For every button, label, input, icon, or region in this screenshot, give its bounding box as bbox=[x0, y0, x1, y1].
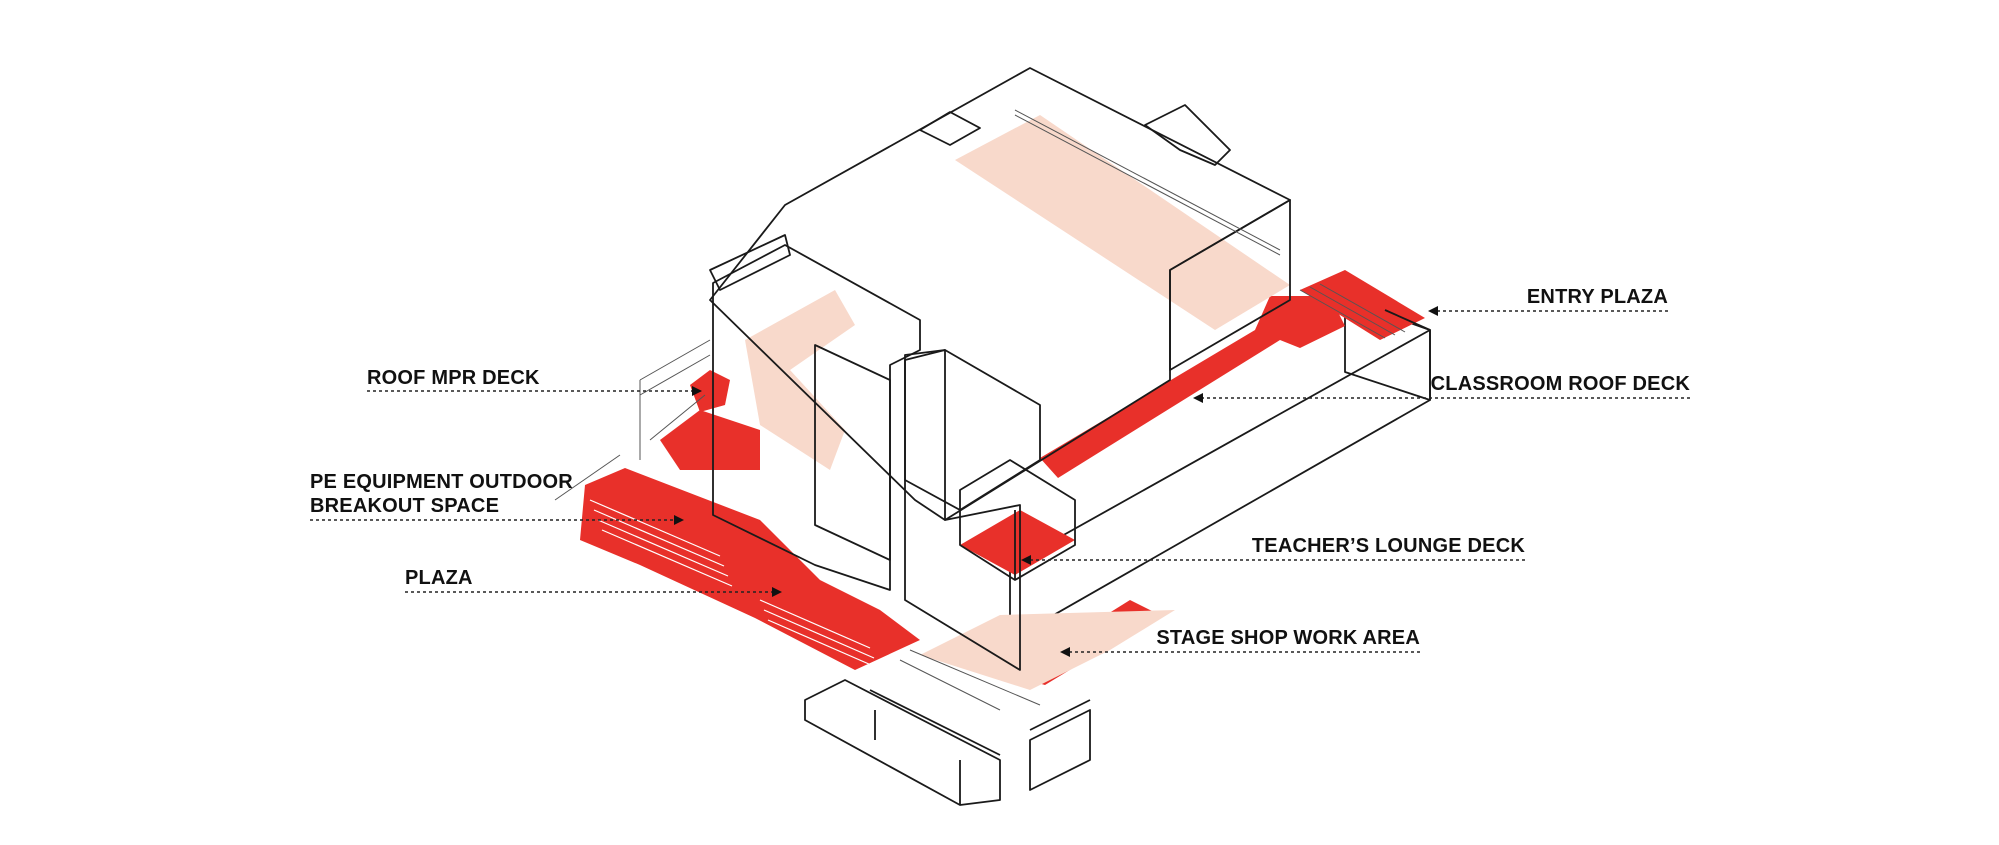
callout-teachers-lounge-deck: TEACHER’S LOUNGE DECK bbox=[1021, 535, 1525, 565]
callout-stage-shop-work-area: STAGE SHOP WORK AREA bbox=[1060, 627, 1420, 657]
roof-mpr-deck-area bbox=[690, 370, 730, 412]
callout-pe-equipment-outdoor-breakout: PE EQUIPMENT OUTDOOR BREAKOUT SPACE bbox=[310, 471, 684, 525]
lower-ramp-structure bbox=[804, 649, 1091, 806]
plaza-area bbox=[580, 468, 920, 670]
label-roof-mpr-deck: ROOF MPR DECK bbox=[367, 367, 540, 389]
label-stage-shop-work-area: STAGE SHOP WORK AREA bbox=[1156, 627, 1420, 649]
entry-stair bbox=[1299, 283, 1431, 339]
callout-entry-plaza: ENTRY PLAZA bbox=[1428, 286, 1668, 316]
label-teachers-lounge-deck: TEACHER’S LOUNGE DECK bbox=[1252, 535, 1525, 557]
label-pe-equipment-line2: BREAKOUT SPACE bbox=[310, 495, 499, 517]
label-entry-plaza: ENTRY PLAZA bbox=[1527, 286, 1668, 308]
plaza-stairs bbox=[589, 499, 879, 669]
label-pe-equipment-line1: PE EQUIPMENT OUTDOOR bbox=[310, 471, 573, 493]
teachers-lounge-deck-area bbox=[960, 510, 1075, 575]
callout-roof-mpr-deck: ROOF MPR DECK bbox=[367, 367, 702, 396]
label-classroom-roof-deck: CLASSROOM ROOF DECK bbox=[1431, 373, 1691, 395]
pe-outdoor-breakout-area bbox=[660, 410, 760, 470]
classroom-roof-deck-area bbox=[1040, 296, 1345, 478]
callout-plaza: PLAZA bbox=[405, 567, 782, 597]
entry-plaza-area bbox=[1300, 270, 1425, 340]
building-volumes bbox=[709, 67, 1291, 671]
callout-classroom-roof-deck: CLASSROOM ROOF DECK bbox=[1193, 373, 1691, 403]
label-plaza: PLAZA bbox=[405, 567, 473, 589]
railings bbox=[554, 109, 1281, 501]
ghost-floor-plates bbox=[745, 115, 1290, 690]
